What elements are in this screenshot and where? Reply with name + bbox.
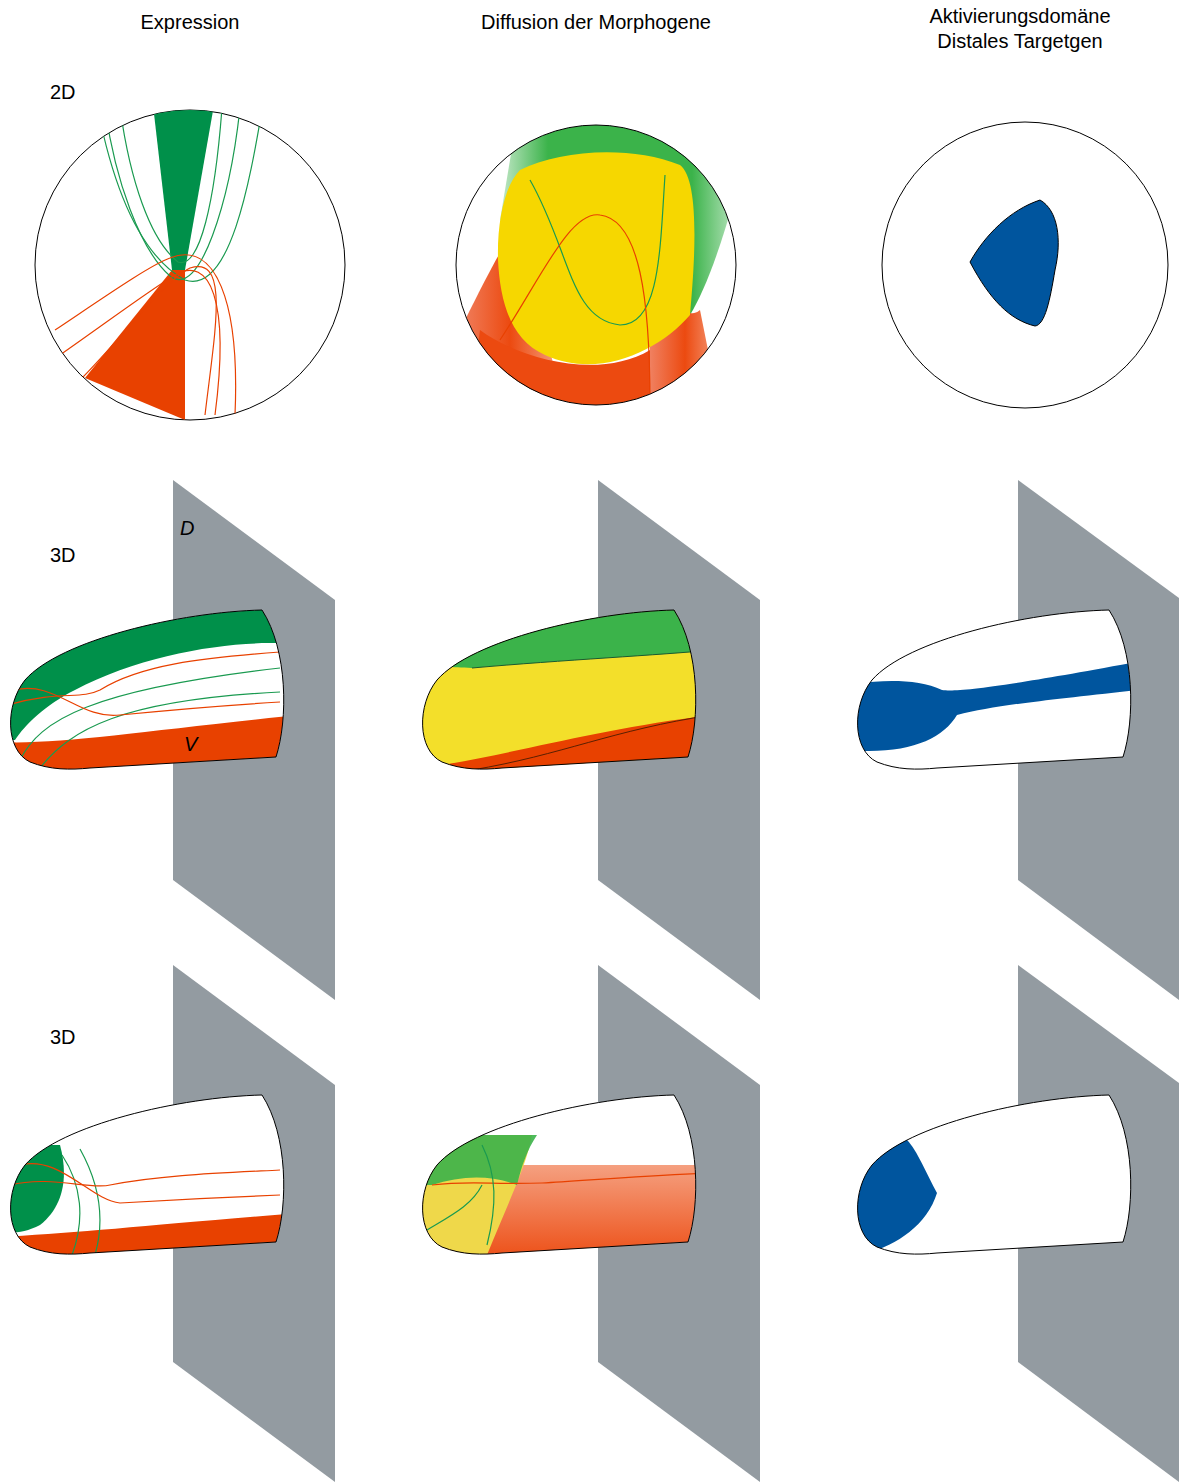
plane [173,480,1179,1482]
column-header: Expression [90,10,290,35]
limb-diffusion-tip [412,1095,712,1265]
limb-diffusion [412,600,712,780]
activation-2d [882,122,1168,408]
axis-label: D [180,516,220,541]
expression-2d [35,105,345,420]
row-label: 3D [50,1025,110,1050]
row-label: 2D [50,80,110,105]
row-label: 3D [50,543,110,568]
limb-expression [0,600,300,780]
column-header: Diffusion der Morphogene [466,10,726,35]
limb-activation [847,610,1137,769]
limb-activation-tip [847,1095,1131,1254]
axis-label: V [184,732,224,757]
diffusion-2d [456,100,740,410]
limb-expression-tip [0,1095,300,1265]
column-header: Aktivierungsdomäne Distales Targetgen [905,4,1135,54]
